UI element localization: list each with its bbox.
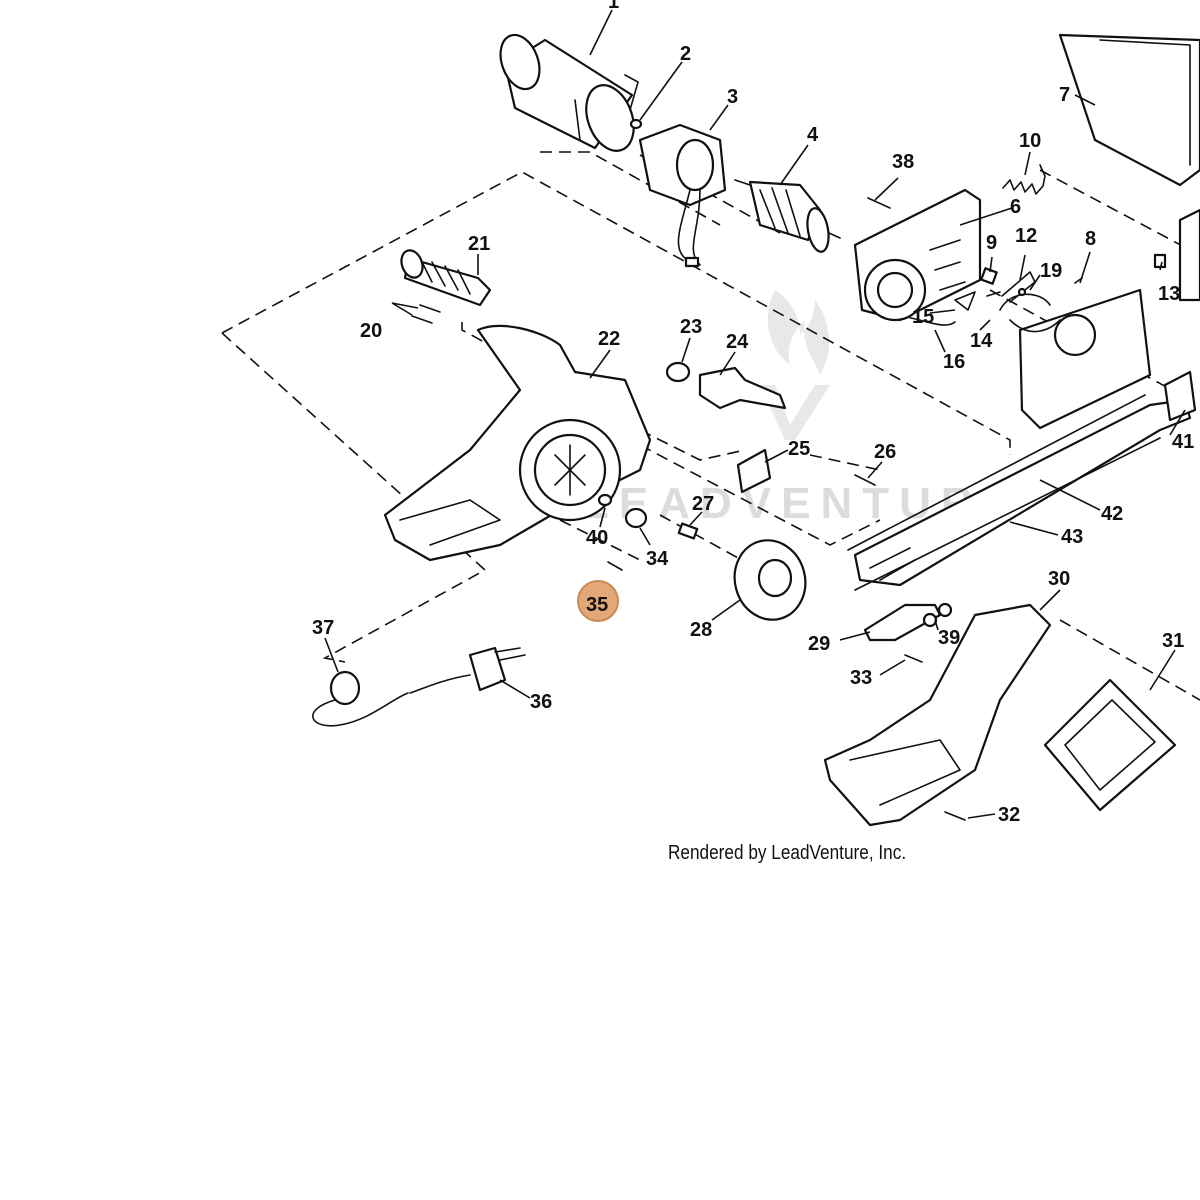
callout-3[interactable]: 3 (727, 86, 738, 108)
motor-frame (999, 208, 1200, 430)
lock-button (665, 361, 691, 383)
stator-field-coil (638, 123, 727, 268)
screws-20 (391, 302, 441, 324)
callout-37[interactable]: 37 (312, 617, 334, 639)
callout-24[interactable]: 24 (726, 331, 749, 353)
callout-39[interactable]: 39 (938, 627, 960, 649)
switch-bracket (736, 448, 772, 494)
callout-16[interactable]: 16 (943, 351, 965, 373)
screw-32 (944, 811, 966, 821)
callout-27[interactable]: 27 (692, 493, 714, 515)
callout-8[interactable]: 8 (1085, 228, 1096, 250)
callout-14[interactable]: 14 (970, 330, 993, 352)
trigger (698, 366, 787, 410)
callout-25[interactable]: 25 (788, 438, 810, 460)
callout-21[interactable]: 21 (468, 233, 490, 255)
callout-4[interactable]: 4 (807, 124, 819, 146)
callout-36[interactable]: 36 (530, 691, 552, 713)
callout-41[interactable]: 41 (1172, 431, 1194, 453)
bar-nuts (922, 602, 953, 628)
callout-numbers: 1 2 3 4 6 7 8 9 10 12 13 14 15 16 19 20 … (312, 0, 1194, 826)
right-housing (823, 603, 1052, 827)
switch-assembly (409, 646, 526, 694)
side-cover (1043, 678, 1177, 812)
small-bushing (597, 493, 613, 507)
callout-12[interactable]: 12 (1015, 225, 1037, 247)
callout-38[interactable]: 38 (892, 151, 914, 173)
bar-end-cover (1163, 370, 1197, 422)
watermark-logo (760, 290, 830, 440)
callout-33[interactable]: 33 (850, 667, 872, 689)
assembly-guides (221, 151, 1200, 701)
screw-26 (854, 474, 876, 486)
armature (734, 179, 841, 253)
screw-35 (607, 561, 623, 571)
callout-29[interactable]: 29 (808, 633, 830, 655)
top-cover (1058, 33, 1200, 187)
motor-housing (499, 33, 639, 152)
screw-33 (904, 654, 923, 663)
callout-30[interactable]: 30 (1048, 568, 1070, 590)
callout-43[interactable]: 43 (1061, 526, 1083, 548)
washer (629, 118, 643, 130)
callout-42[interactable]: 42 (1101, 503, 1123, 525)
callout-22[interactable]: 22 (598, 328, 620, 350)
highlight-circle (577, 580, 619, 622)
callout-15[interactable]: 15 (912, 306, 934, 328)
power-cord (312, 670, 409, 727)
callout-7[interactable]: 7 (1059, 84, 1070, 106)
callout-2[interactable]: 2 (680, 43, 691, 65)
callout-26[interactable]: 26 (874, 441, 896, 463)
callout-35[interactable]: 35 (586, 594, 608, 616)
handle-grip (400, 249, 492, 307)
callout-leaders (324, 9, 1186, 819)
bushing (677, 522, 699, 540)
callout-23[interactable]: 23 (680, 316, 702, 338)
callout-40[interactable]: 40 (586, 527, 608, 549)
callout-13[interactable]: 13 (1158, 283, 1180, 305)
callout-34[interactable]: 34 (646, 548, 669, 570)
callout-6[interactable]: 6 (1010, 196, 1021, 218)
callout-31[interactable]: 31 (1162, 630, 1184, 652)
small-gearbox-parts (909, 253, 1167, 326)
gearbox-housing (853, 188, 982, 322)
callout-28[interactable]: 28 (690, 619, 712, 641)
callout-32[interactable]: 32 (998, 804, 1020, 826)
spring (1002, 164, 1046, 195)
bearing (624, 507, 648, 529)
callout-10[interactable]: 10 (1019, 130, 1041, 152)
drive-sprocket (733, 539, 807, 621)
callout-19[interactable]: 19 (1040, 260, 1062, 282)
callout-1[interactable]: 1 (608, 0, 619, 13)
footer-credit: Rendered by LeadVenture, Inc. (668, 842, 907, 864)
left-housing (383, 324, 652, 562)
callout-9[interactable]: 9 (986, 232, 997, 254)
screw-38 (867, 197, 891, 209)
callout-20[interactable]: 20 (360, 320, 382, 342)
guide-bar-and-chain (847, 394, 1192, 591)
